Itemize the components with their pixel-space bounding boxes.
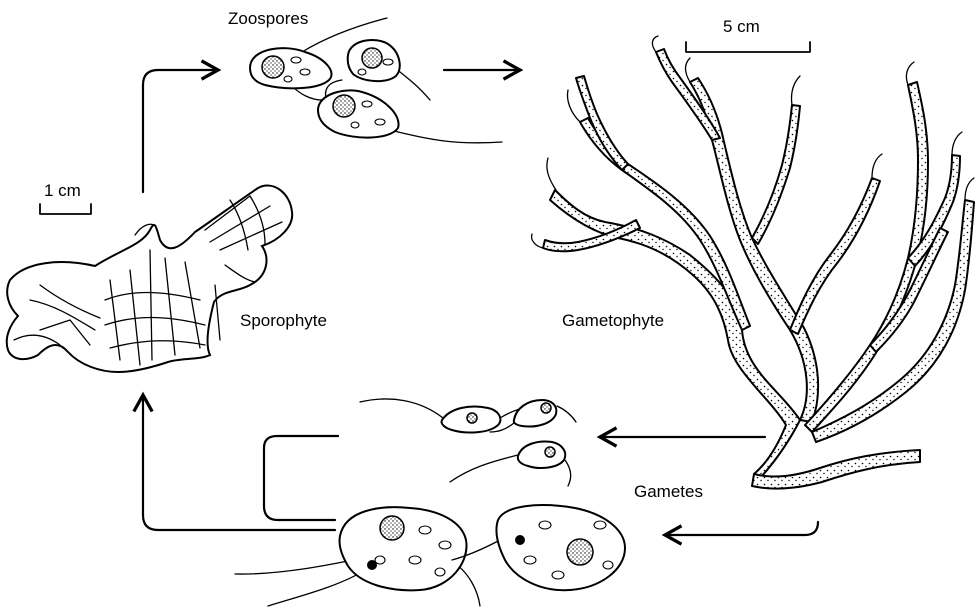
gametes-label: Gametes bbox=[634, 482, 703, 501]
zoospores-group: Zoospores bbox=[228, 9, 502, 143]
arrow-sporophyte-to-zoospores bbox=[143, 70, 218, 192]
large-gamete-cell bbox=[452, 505, 625, 590]
gametophyte-scale-label: 5 cm bbox=[723, 17, 760, 36]
arrow-gametes-to-sporophyte bbox=[264, 436, 338, 520]
gamete-cell bbox=[360, 399, 528, 433]
gametophyte-illustration: Gametophyte bbox=[532, 36, 974, 489]
large-gamete-cell bbox=[235, 507, 480, 606]
gametes-small-group: Gametes bbox=[360, 399, 703, 501]
sporophyte-label: Sporophyte bbox=[240, 311, 327, 330]
gametophyte-label: Gametophyte bbox=[562, 311, 664, 330]
zoospores-label: Zoospores bbox=[228, 9, 308, 28]
gametophyte-scale-bar: 5 cm bbox=[686, 17, 810, 52]
sporophyte-scale-bar: 1 cm bbox=[40, 181, 91, 214]
sporophyte-scale-label: 1 cm bbox=[44, 181, 81, 200]
zoospore-cell bbox=[318, 80, 502, 143]
gamete-cell bbox=[450, 442, 571, 486]
arrow-zygote-to-sporophyte bbox=[143, 395, 335, 530]
arrow-gametophyte-to-gametes-lower bbox=[665, 522, 818, 535]
